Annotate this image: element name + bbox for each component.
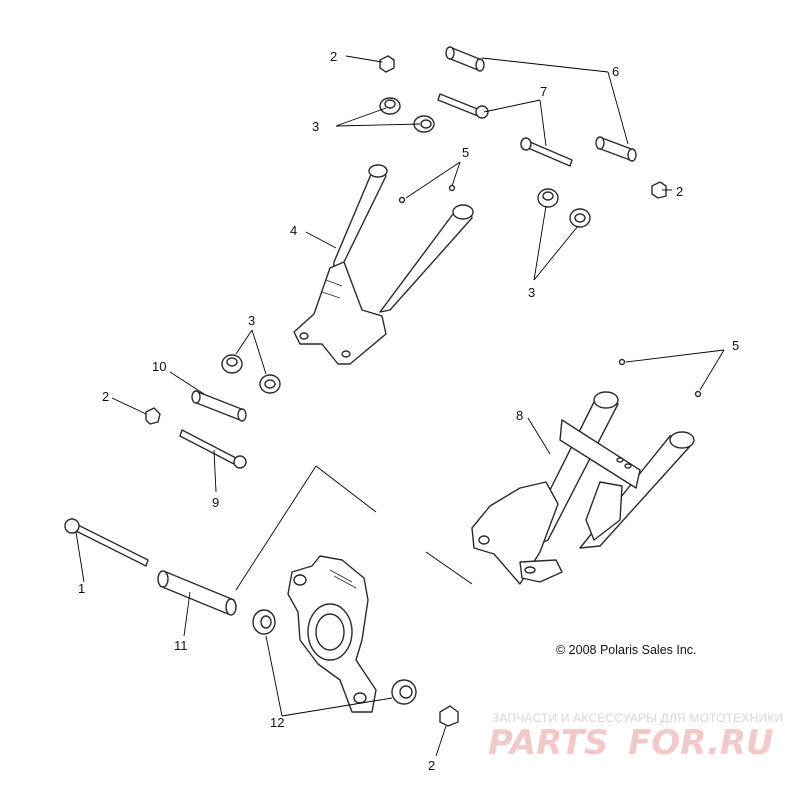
- grease-fitting-5a: [398, 196, 406, 204]
- callout-9: 9: [212, 495, 219, 510]
- callout-8: 8: [516, 408, 523, 423]
- watermark-tagline: ЗАПЧАСТИ И АКСЕССУАРЫ ДЛЯ МОТОТЕХНИКИ: [492, 711, 783, 725]
- callout-5: 5: [732, 338, 739, 353]
- bushing-3d: [569, 208, 591, 228]
- nut-2c: [145, 407, 161, 425]
- bushing-3a: [379, 97, 401, 115]
- callout-1: 1: [78, 581, 85, 596]
- bearing-12b: [391, 679, 417, 705]
- grease-fitting-5d: [694, 390, 702, 398]
- callout-12: 12: [270, 715, 284, 730]
- pin-7b: [520, 137, 573, 167]
- assembly-lines: [235, 465, 473, 591]
- grease-fitting-5c: [618, 358, 626, 366]
- lower-a-arm: [471, 391, 695, 585]
- callout-3: 3: [528, 285, 535, 300]
- bushing-3e: [221, 354, 243, 374]
- watermark-logo-parts: PARTS: [488, 723, 608, 763]
- bushing-3f: [259, 374, 281, 394]
- nut-2d: [439, 705, 459, 727]
- upper-a-arm: [293, 164, 474, 365]
- sleeve-6b: [595, 136, 637, 162]
- copyright-text: © 2008 Polaris Sales Inc.: [556, 643, 697, 657]
- pin-9: [179, 429, 247, 469]
- knuckle-bearing-carrier: [287, 555, 377, 713]
- callout-7: 7: [540, 84, 547, 99]
- callout-2: 2: [330, 49, 337, 64]
- sleeve-11: [157, 570, 237, 616]
- callout-11: 11: [174, 638, 188, 653]
- nut-2b: [651, 181, 667, 199]
- callout-5: 5: [462, 145, 469, 160]
- callout-3: 3: [312, 119, 319, 134]
- callout-4: 4: [290, 223, 297, 238]
- leader-lines: [75, 55, 725, 757]
- watermark-logo-for: FOR.RU: [628, 723, 774, 763]
- callout-2: 2: [428, 758, 435, 773]
- grease-fitting-5b: [448, 184, 456, 192]
- nut-2a: [379, 55, 395, 73]
- watermark: ЗАПЧАСТИ И АКСЕССУАРЫ ДЛЯ МОТОТЕХНИКИ PA…: [488, 711, 783, 763]
- callout-3: 3: [248, 313, 255, 328]
- callout-2: 2: [102, 389, 109, 404]
- bolt-1: [64, 518, 149, 567]
- bushing-3c: [537, 188, 559, 208]
- bearing-12a: [252, 609, 276, 635]
- callout-6: 6: [612, 64, 619, 79]
- callout-2: 2: [676, 184, 683, 199]
- sleeve-6a: [445, 46, 485, 72]
- sleeve-10: [191, 390, 247, 422]
- pin-7a: [437, 93, 489, 119]
- callout-10: 10: [152, 359, 166, 374]
- callout-labels: 2 3 6 7 5 2 4 3 3 5 10 2 8 9 1 11 12 2: [78, 49, 739, 773]
